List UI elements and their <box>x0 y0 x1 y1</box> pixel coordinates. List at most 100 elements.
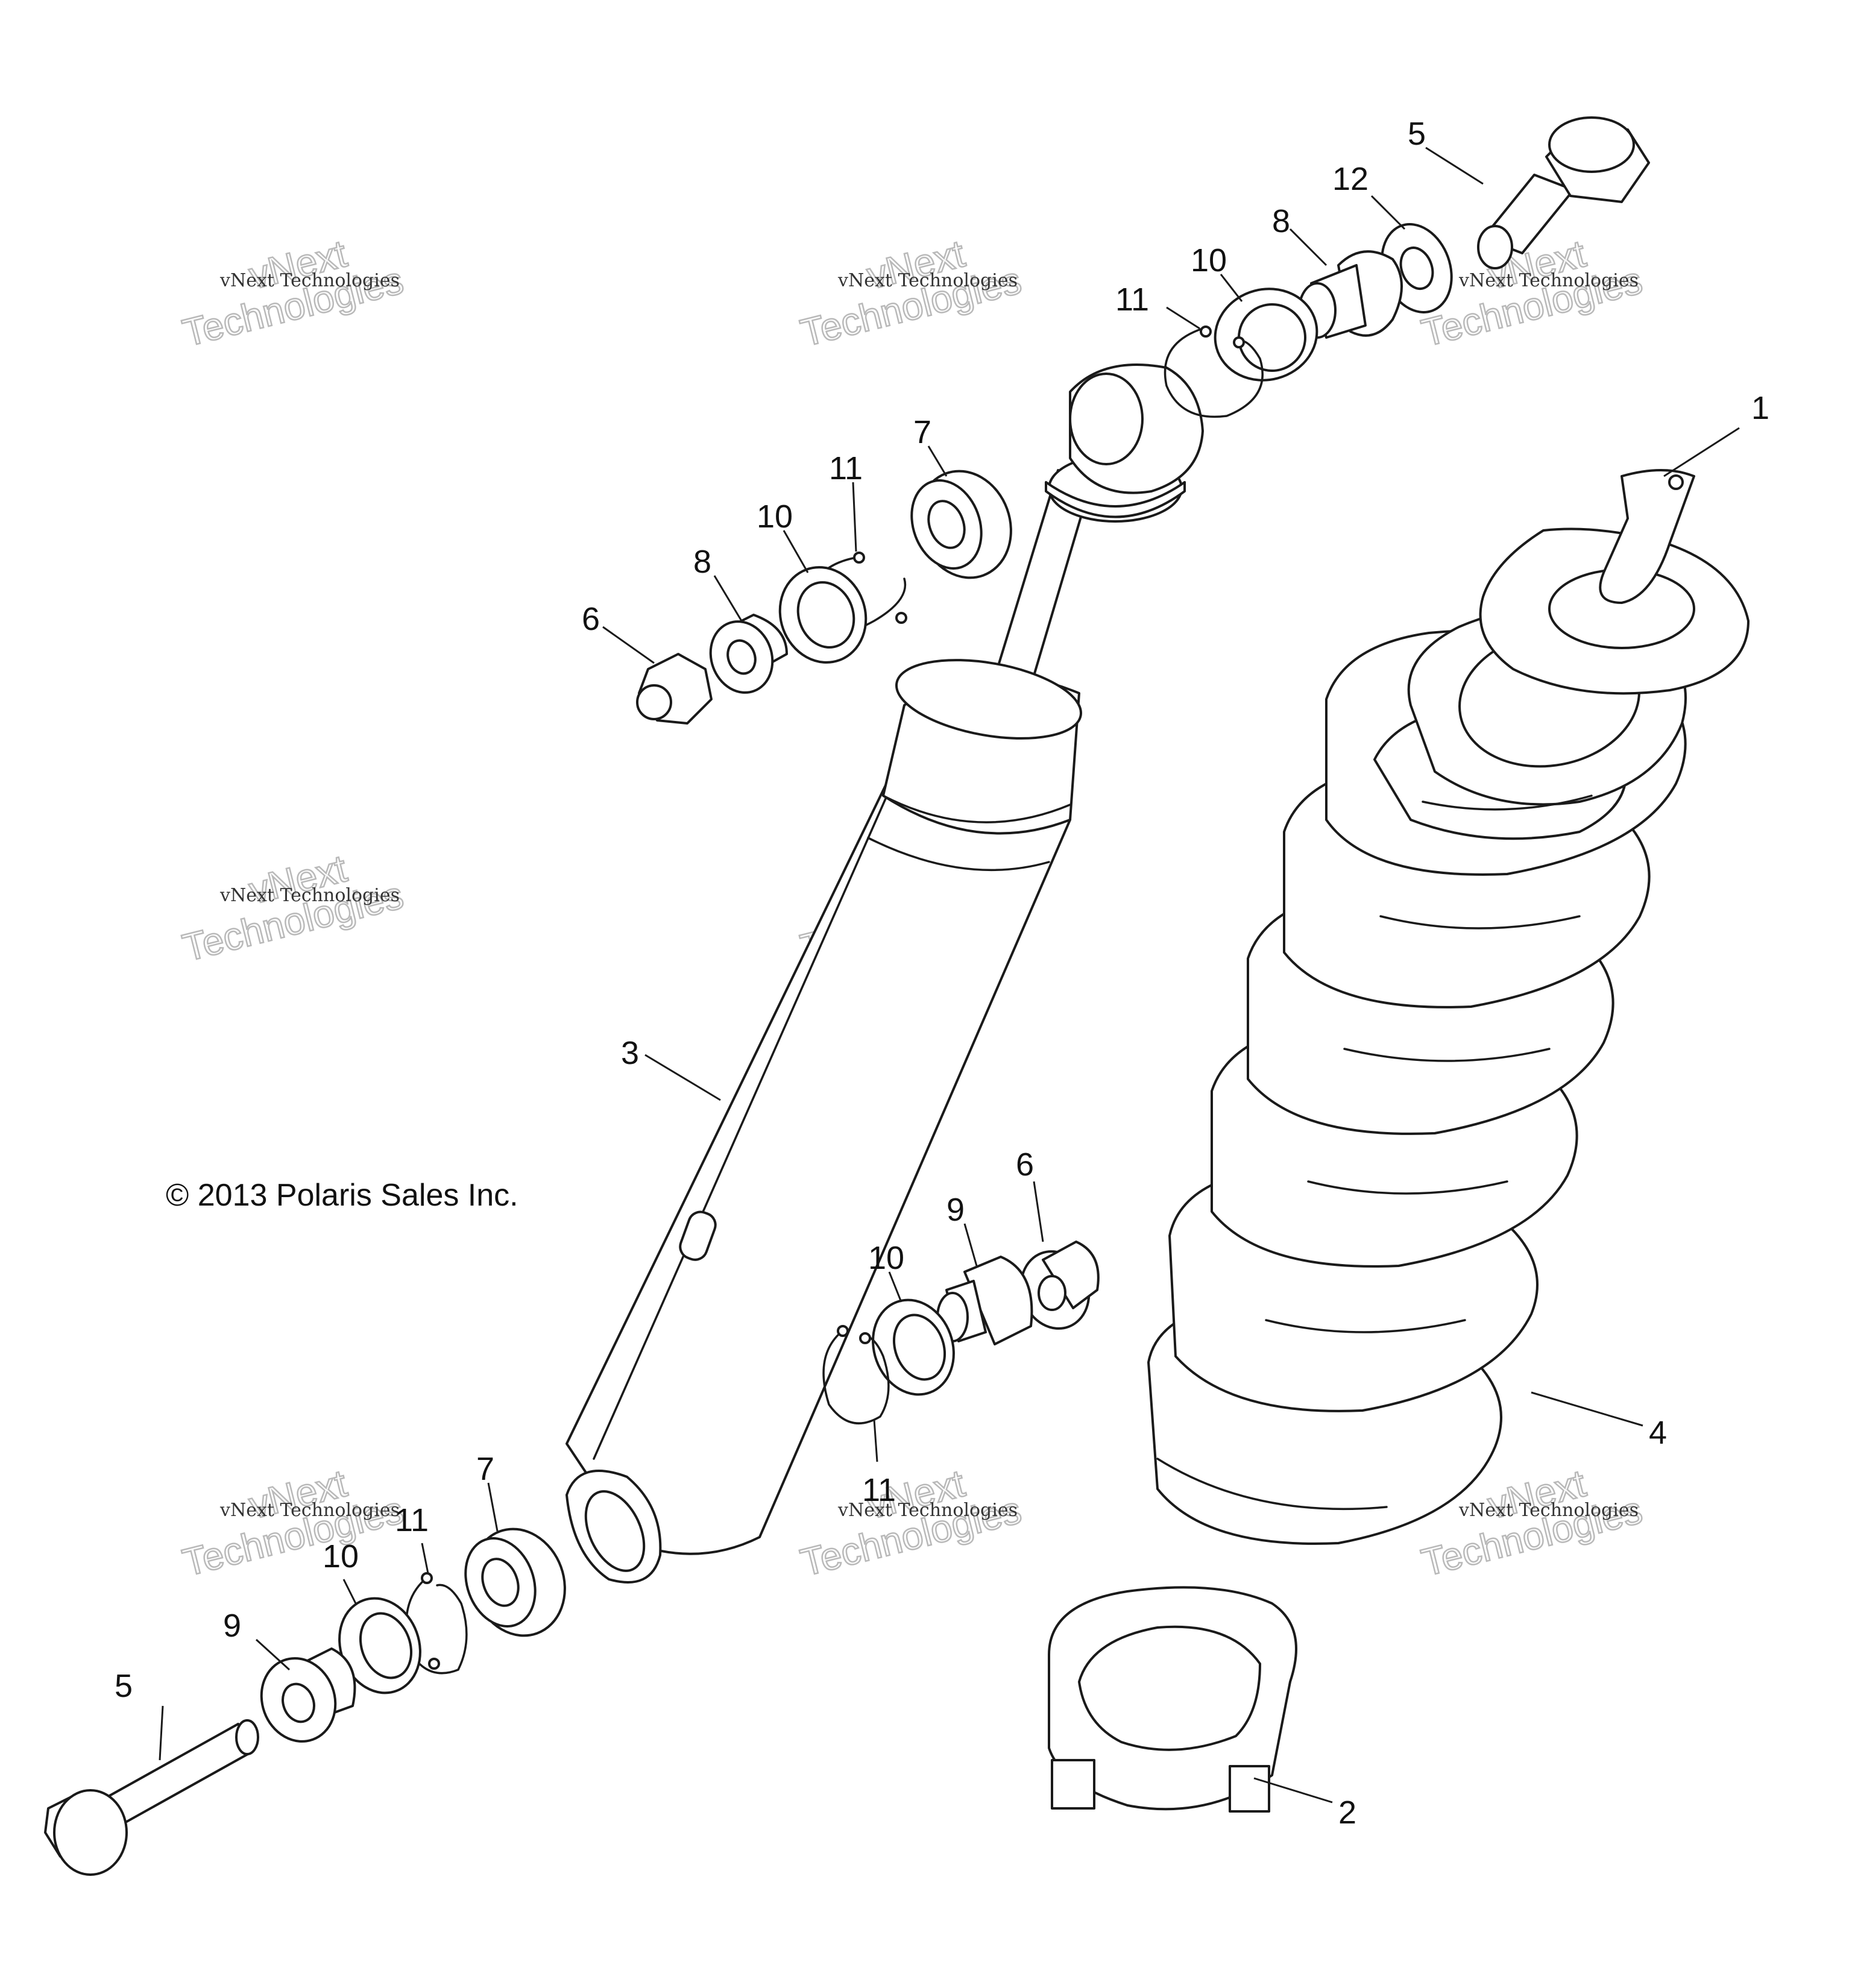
circlip-top-left-eye-2 <box>895 612 907 624</box>
leader-1 <box>1663 427 1740 477</box>
callout-numbers: 1 2 3 4 5 5 6 6 7 7 8 8 9 9 10 10 10 10 … <box>115 116 1769 1831</box>
watermark-top-right: Technologies vNext vNext Technologies <box>1417 231 1647 356</box>
watermark-label: vNext Technologies <box>1458 1500 1639 1521</box>
callout-4: 4 <box>1649 1415 1667 1451</box>
callout-6-mid: 6 <box>1016 1147 1034 1183</box>
circlip-top-eye-1 <box>1200 326 1212 338</box>
shock-top-flange-edge <box>1045 481 1186 518</box>
adapter-tab-1 <box>1051 1759 1095 1810</box>
leader-11-mid <box>873 1419 878 1462</box>
copyright-notice: © 2013 Polaris Sales Inc. <box>166 1178 518 1213</box>
bushing-mid-flange <box>963 1256 1033 1345</box>
leader-10-top <box>1220 274 1243 302</box>
shock-body-ring <box>867 837 1050 872</box>
part-circlip-mid <box>822 1325 890 1424</box>
callout-6-top: 6 <box>582 601 600 637</box>
leader-7-bottom <box>487 1482 499 1532</box>
adapter-opening <box>1078 1625 1261 1751</box>
circlip-mid <box>822 1331 890 1424</box>
shock-top-eye-bore <box>1069 373 1144 465</box>
circlip-top-eye-2 <box>1233 336 1245 348</box>
part-bolt-top <box>1477 116 1650 269</box>
retainer-slot-tab <box>1599 469 1695 604</box>
circlip-top-left-eye-1 <box>853 552 865 564</box>
callout-8-left: 8 <box>693 544 711 580</box>
circlip-mid-eye-1 <box>837 1325 849 1337</box>
retainer-hole <box>1668 474 1684 490</box>
bearing-top-bore <box>927 500 966 549</box>
callout-7-bottom: 7 <box>476 1451 494 1487</box>
leader-8-left <box>713 575 743 621</box>
shock-body-tube <box>565 770 1071 1555</box>
bolt-top-flange <box>1548 116 1635 173</box>
watermark-label: vNext Technologies <box>837 1500 1018 1521</box>
callout-11-top: 11 <box>1115 282 1149 318</box>
part-bearing-top <box>910 470 1012 579</box>
callout-7-top: 7 <box>913 414 931 450</box>
part-nut-top-left <box>636 653 713 725</box>
shock-bottom-eye-bore <box>584 1490 646 1572</box>
part-shock-absorber <box>565 363 1204 1584</box>
callout-1: 1 <box>1751 390 1769 426</box>
part-nut-mid <box>1019 1241 1100 1330</box>
watermark-label: vNext Technologies <box>219 885 400 906</box>
callout-5-top: 5 <box>1408 116 1426 152</box>
leader-5-top <box>1425 146 1484 185</box>
spring-coil-line-3 <box>1343 1048 1551 1062</box>
seal-top-left-inner <box>796 581 855 649</box>
part-seal-bottom <box>338 1597 421 1694</box>
shock-cap-top <box>895 659 1083 740</box>
callout-8-top: 8 <box>1272 203 1290 239</box>
watermark-label: vNext Technologies <box>219 270 400 291</box>
callout-10-bottom: 10 <box>323 1538 359 1574</box>
part-bearing-bottom <box>464 1527 566 1637</box>
leader-11-left <box>852 482 857 552</box>
leader-10-left <box>783 530 809 573</box>
adapter-tab-2 <box>1229 1765 1270 1813</box>
watermark-label: vNext Technologies <box>1458 270 1639 291</box>
leader-2 <box>1253 1777 1333 1804</box>
watermark-label: vNext Technologies <box>219 1500 400 1521</box>
callout-9-mid: 9 <box>946 1192 965 1228</box>
leader-10-bottom <box>342 1579 357 1604</box>
leader-6-top <box>602 626 655 664</box>
leader-7-top <box>927 445 948 477</box>
callout-2: 2 <box>1338 1795 1356 1831</box>
leader-lines <box>159 146 1740 1804</box>
leader-10-mid <box>888 1271 902 1303</box>
seal-bottom-inner <box>359 1612 413 1679</box>
leader-12 <box>1370 195 1406 230</box>
spring-coil-line-6 <box>1156 1458 1388 1511</box>
shock-body-nub <box>679 1210 717 1261</box>
watermark-bottom-center: Technologies vNext vNext Technologies <box>796 1461 1026 1585</box>
leader-3 <box>644 1054 721 1101</box>
shock-cap-seam <box>882 794 1071 823</box>
watermark-bottom-left: Technologies vNext vNext Technologies <box>178 1461 408 1585</box>
leader-6-mid <box>1033 1181 1044 1242</box>
leader-9-mid <box>963 1223 978 1266</box>
leader-9-bottom <box>255 1638 291 1671</box>
callout-10-top: 10 <box>1191 242 1227 278</box>
watermark-mid-left: Technologies vNext vNext Technologies <box>178 846 408 970</box>
watermark-top-left: Technologies vNext vNext Technologies <box>178 231 408 356</box>
callout-11-bottom: 11 <box>395 1502 429 1538</box>
nut-mid-body <box>1042 1241 1100 1309</box>
nut-mid-hole <box>1038 1275 1066 1311</box>
bolt-bottom-flange <box>53 1789 128 1876</box>
spring-coil-line-4 <box>1307 1180 1508 1195</box>
bolt-top-tip <box>1477 225 1513 269</box>
callout-5-bottom: 5 <box>115 1668 133 1704</box>
callout-12: 12 <box>1332 161 1369 197</box>
part-bolt-bottom <box>44 1719 259 1876</box>
callout-9-bottom: 9 <box>223 1608 241 1644</box>
part-coil-spring <box>1147 606 1687 1545</box>
part-seal-top <box>1214 288 1318 382</box>
part-bushing-bottom <box>260 1647 356 1743</box>
leader-5-bottom <box>159 1705 164 1761</box>
shock-body-highlight <box>593 782 893 1460</box>
circlip-bottom-eye-2 <box>428 1658 440 1670</box>
leader-8-top <box>1289 228 1328 266</box>
part-seal-mid <box>872 1298 955 1396</box>
circlip-bottom-eye-1 <box>421 1572 433 1584</box>
